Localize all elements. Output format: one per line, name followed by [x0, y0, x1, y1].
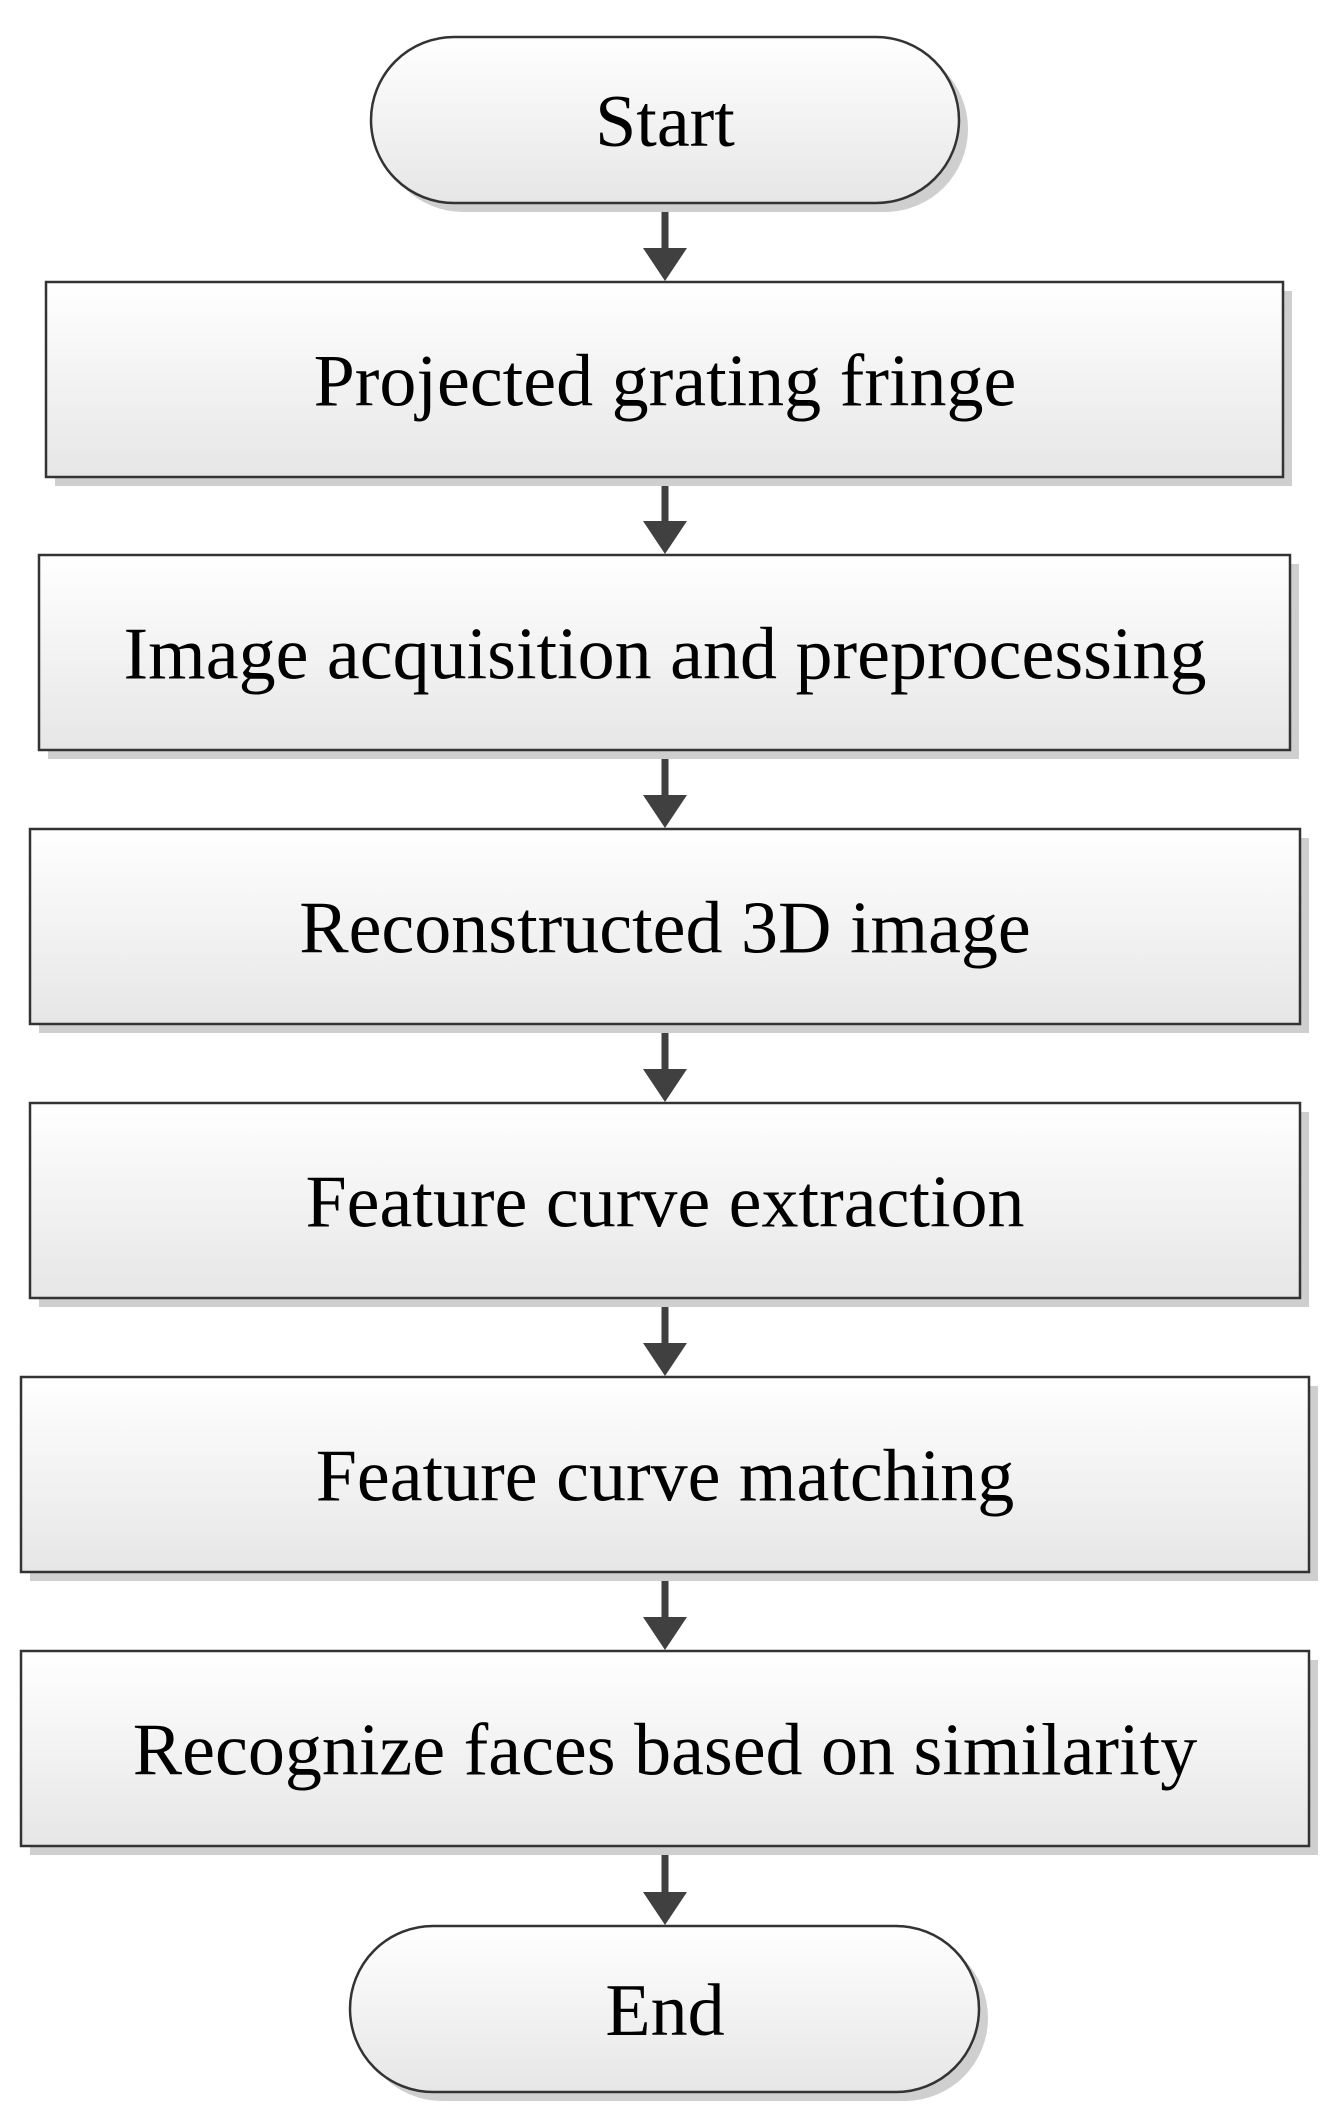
terminator-shape	[369, 35, 961, 205]
arrow-head	[643, 1343, 687, 1376]
flow-arrow-step2-to-step3	[643, 750, 687, 828]
flow-arrow-step6-to-end	[643, 1846, 687, 1925]
node-label: Reconstructed 3D image	[299, 888, 1031, 970]
process-box	[28, 827, 1302, 1026]
process-box	[19, 1375, 1311, 1574]
arrow-head	[643, 1617, 687, 1650]
process-box	[37, 553, 1292, 752]
arrow-head	[643, 1892, 687, 1925]
flow-arrow-step5-to-step6	[643, 1572, 687, 1650]
node-label: Start	[595, 81, 735, 163]
process-box	[44, 280, 1285, 479]
arrow-head	[643, 521, 687, 554]
process-box	[19, 1649, 1311, 1848]
flow-node-step6: Recognize faces based on similarity	[19, 1649, 1318, 1855]
flow-node-step1: Projected grating fringe	[44, 280, 1292, 486]
flow-node-step5: Feature curve matching	[19, 1375, 1318, 1581]
flow-arrow-step1-to-step2	[643, 477, 687, 554]
node-label: Feature curve extraction	[305, 1162, 1024, 1244]
process-box	[28, 1101, 1302, 1300]
flow-node-step4: Feature curve extraction	[28, 1101, 1309, 1307]
flow-arrow-step3-to-step4	[643, 1024, 687, 1102]
node-label: Projected grating fringe	[314, 341, 1017, 423]
node-label: End	[605, 1970, 724, 2052]
flow-node-step2: Image acquisition and preprocessing	[37, 553, 1299, 759]
flow-node-end: End	[348, 1924, 988, 2101]
arrow-head	[643, 795, 687, 828]
node-label: Recognize faces based on similarity	[133, 1710, 1197, 1792]
node-label: Feature curve matching	[316, 1436, 1015, 1518]
arrow-head	[643, 248, 687, 281]
flow-node-step3: Reconstructed 3D image	[28, 827, 1309, 1033]
node-label: Image acquisition and preprocessing	[124, 614, 1207, 696]
flow-arrow-start-to-step1	[643, 203, 687, 281]
arrow-head	[643, 1069, 687, 1102]
flow-node-start: Start	[369, 35, 968, 212]
flow-arrow-step4-to-step5	[643, 1298, 687, 1376]
terminator-shape	[348, 1924, 981, 2094]
